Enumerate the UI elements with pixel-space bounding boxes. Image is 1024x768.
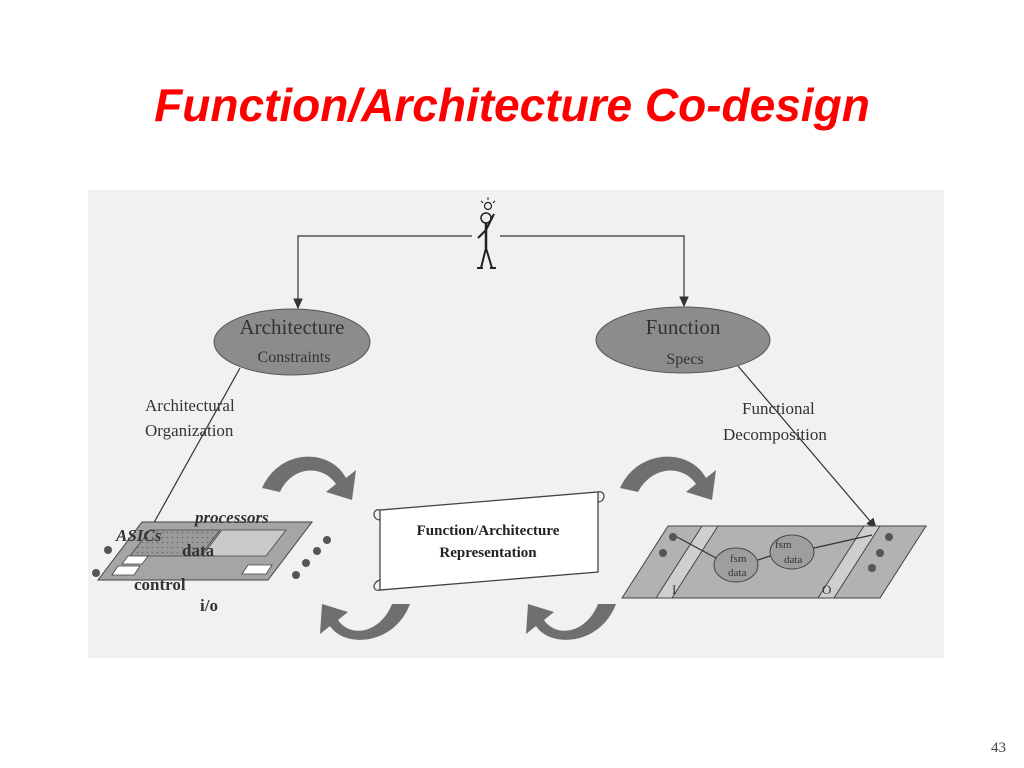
function-node-title: Function [646, 315, 721, 339]
curved-arrow-top-left [262, 456, 356, 500]
fsm-b-data-label: data [784, 554, 802, 566]
data-label: data [182, 541, 215, 560]
function-node: Function Specs [595, 306, 771, 374]
io-label: i/o [200, 596, 218, 615]
functional-decomposition-label-line1: Functional [742, 399, 815, 418]
page-number: 43 [991, 740, 1006, 756]
function-board: fsm data fsm data I O [621, 525, 927, 599]
architectural-organization-arrow [145, 367, 241, 539]
functional-decomposition-label-line2: Decomposition [723, 425, 827, 444]
function-node-subtitle: Specs [666, 351, 703, 368]
functional-decomposition-arrow [737, 365, 877, 529]
lightbulb-icon [480, 197, 496, 211]
output-port-label: O [822, 582, 831, 597]
architecture-board: processors ASICs data control i/o [92, 508, 331, 615]
slide-title: Function/Architecture Co-design [154, 79, 870, 131]
architecture-node-subtitle: Constraints [258, 349, 331, 366]
representation-scroll: Function/Architecture Representation [373, 491, 605, 591]
scroll-text-line1: Function/Architecture [417, 523, 560, 539]
curved-arrow-top-right [620, 456, 716, 500]
architecture-node-title: Architecture [240, 315, 345, 339]
architectural-organization-label-line1: Architectural [145, 396, 235, 415]
curved-arrow-bottom-left [320, 604, 410, 640]
control-label: control [134, 575, 186, 594]
input-port-label: I [672, 582, 676, 597]
fsm-a-label: fsm [730, 553, 747, 565]
fsm-a-data-label: data [728, 567, 746, 579]
designer-figure-icon [477, 212, 496, 269]
scroll-text-line2: Representation [439, 545, 537, 561]
architectural-organization-label-line2: Organization [145, 421, 234, 440]
architecture-node: Architecture Constraints [213, 308, 371, 376]
designer-connector [293, 235, 689, 310]
asics-label: ASICs [115, 526, 162, 545]
processors-label: processors [193, 508, 269, 527]
curved-arrow-bottom-right [526, 604, 616, 640]
fsm-b-label: fsm [775, 539, 792, 551]
